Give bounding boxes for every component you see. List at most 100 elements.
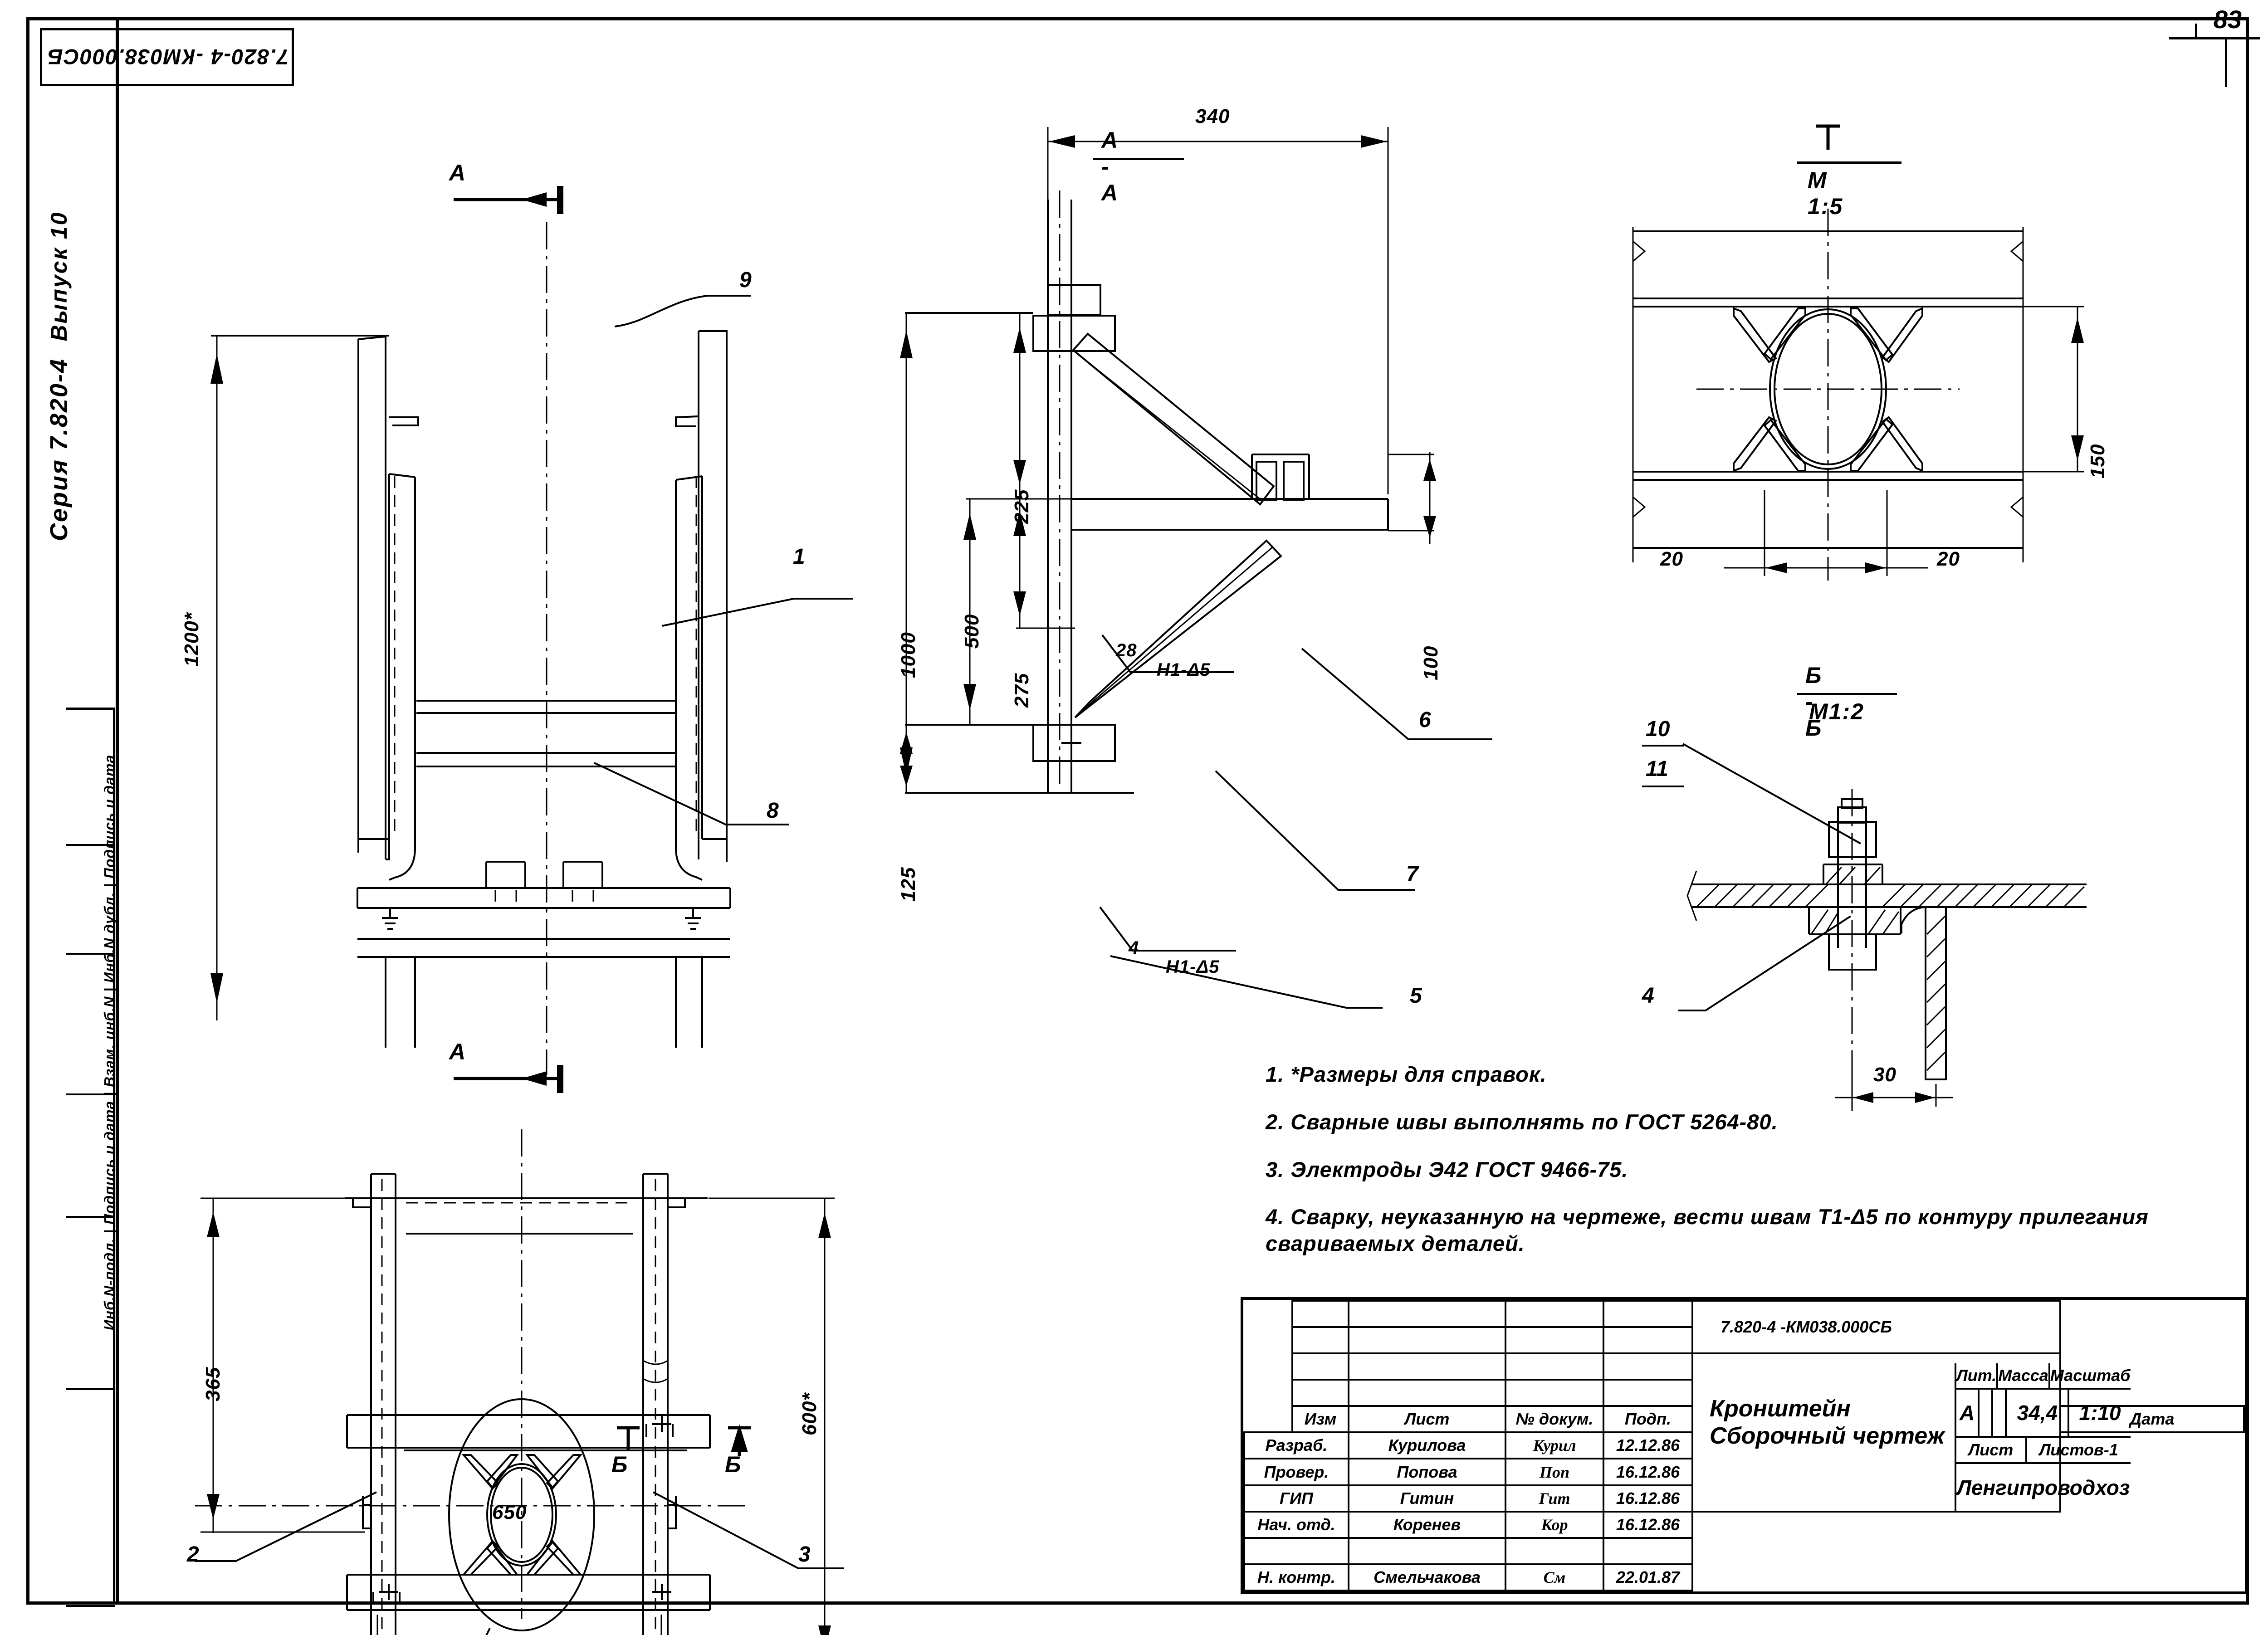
section-bb-dim-30: 30 <box>1873 1064 1897 1086</box>
tb-date: 16.12.86 <box>1603 1458 1693 1486</box>
section-aa-title: А - А <box>1101 127 1119 205</box>
tb-role: Разраб. <box>1243 1431 1349 1460</box>
tb-name: Коренев <box>1348 1510 1506 1539</box>
aa-dim-1000: 1000 <box>897 632 919 678</box>
plan-dim-365: 365 <box>202 1367 224 1401</box>
tb-massa-header: Масса <box>1998 1363 2050 1388</box>
tb-blank <box>1603 1299 1693 1328</box>
tb-blank <box>1291 1352 1349 1381</box>
tb-header-data: Дата <box>2059 1405 2245 1434</box>
tb-blank <box>1505 1299 1604 1328</box>
detail-i-dim-20-right: 20 <box>1937 548 1960 570</box>
callout-9: 9 <box>739 268 752 292</box>
tb-date: 12.12.86 <box>1603 1431 1693 1460</box>
page-number-tick <box>2195 24 2197 39</box>
tb-date: 22.01.87 <box>1603 1563 1693 1592</box>
tb-doc-code: 7.820-4 -КМ038.000СБ <box>1691 1299 2061 1355</box>
sheet-outer-frame <box>26 17 2249 1605</box>
tb-blank <box>1348 1326 1506 1355</box>
callout-5: 5 <box>1410 984 1422 1008</box>
tb-name: Гитин <box>1348 1484 1506 1513</box>
detail-i-symbol <box>1816 124 1840 150</box>
note-1: 1. *Размеры для справок. <box>1266 1062 1547 1086</box>
tb-signature: Кор <box>1505 1510 1604 1539</box>
plan-dim-600: 600* <box>798 1392 821 1435</box>
aa-dim-340: 340 <box>1195 105 1230 127</box>
section-bb-title: Б - Б <box>1805 663 1823 741</box>
tb-signature: Поп <box>1505 1458 1604 1486</box>
tb-header-podp: Подп. <box>1603 1405 1693 1434</box>
page-number-vertical-rule <box>2225 37 2227 87</box>
callout-5-leader <box>1110 955 1383 1009</box>
tb-blank <box>1291 1379 1349 1407</box>
aa-dim-500: 500 <box>961 614 983 649</box>
section-bb-title-rule <box>1797 693 1897 695</box>
tb-signature: Гит <box>1505 1484 1604 1513</box>
note-2: 2. Сварные швы выполнять по ГОСТ 5264-80… <box>1266 1109 1778 1134</box>
tb-role: Н. контр. <box>1243 1563 1349 1592</box>
tb-role: ГИП <box>1243 1484 1349 1513</box>
note-4: 4. Сварку, неуказанную на чертеже, вести… <box>1266 1205 2149 1255</box>
weld-symbol-28-leader <box>1101 634 1234 673</box>
tb-name: Смельчакова <box>1348 1563 1506 1592</box>
note-3: 3. Электроды Э42 ГОСТ 9466-75. <box>1266 1157 1628 1181</box>
section-aa-title-rule <box>1093 158 1184 160</box>
tb-date: 16.12.86 <box>1603 1510 1693 1539</box>
weld-symbol-4-leader <box>1099 906 1236 952</box>
callout-9-leader <box>614 295 751 327</box>
tb-date <box>1603 1537 1693 1565</box>
tb-blank <box>1348 1299 1506 1328</box>
tb-blank <box>1505 1326 1604 1355</box>
callout-3-leader <box>653 1491 844 1569</box>
tb-masshtab-value: 1:10 <box>2079 1401 2121 1425</box>
stamp-row <box>66 1095 115 1218</box>
issue-label: Выпуск 10 <box>46 211 72 342</box>
weld-qty-28: 28 <box>1116 640 1137 660</box>
callout-10-rule <box>1642 745 1684 747</box>
callout-11: 11 <box>1646 757 1668 781</box>
tb-header-ndokum: № докум. <box>1505 1405 1604 1434</box>
stamp-row <box>66 955 115 1095</box>
margin-stamp-table <box>66 708 115 1607</box>
tb-drawing-name-2: Сборочный чертеж <box>1710 1423 1945 1450</box>
tb-blank <box>1348 1379 1506 1407</box>
callout-7-leader <box>1215 770 1415 891</box>
tb-massa-value: 34,4 <box>2007 1390 2070 1436</box>
aa-dim-125: 125 <box>897 867 919 902</box>
title-block: 7.820-4 -КМ038.000СБ Кронштейн Сборочный… <box>1241 1297 2248 1594</box>
plan-view-geometry <box>195 1129 835 1635</box>
section-marker-b-outer: Б <box>725 1452 742 1477</box>
tb-signature <box>1505 1537 1604 1565</box>
detail-i-dim-150: 150 <box>2087 444 2109 478</box>
page-number-rule <box>2169 37 2260 39</box>
document-code-text: 7.820-4 -КМ038.000СБ <box>47 45 289 69</box>
stamp-row <box>66 1390 115 1607</box>
tb-date: 16.12.86 <box>1603 1484 1693 1513</box>
tb-header-list: Лист <box>1348 1405 1506 1434</box>
section-marker-a-top-arrow <box>454 186 563 214</box>
tb-blank <box>1291 1326 1349 1355</box>
tb-blank <box>1505 1352 1604 1381</box>
tb-organization: Ленгипроводхоз <box>1957 1475 2130 1499</box>
callout-1: 1 <box>793 545 805 569</box>
page-number: 83 <box>2213 5 2242 34</box>
callout-6: 6 <box>1419 708 1431 732</box>
tb-drawing-name-1: Кронштейн <box>1710 1396 1851 1422</box>
front-elevation-geometry <box>210 222 731 1075</box>
stamp-row <box>66 1218 115 1390</box>
weld-qty-4: 4 <box>1129 938 1139 958</box>
tb-lit-header: Лит. <box>1956 1363 1999 1388</box>
tb-blank <box>1603 1326 1693 1355</box>
callout-4: 4 <box>1642 984 1654 1008</box>
callout-7: 7 <box>1406 862 1418 886</box>
callout-10: 10 <box>1646 717 1670 741</box>
section-aa-geometry <box>900 127 1436 794</box>
section-marker-a-top-label: А <box>449 160 467 185</box>
plan-dim-650: 650 <box>492 1501 527 1523</box>
tb-blank <box>1603 1352 1693 1381</box>
tb-signature: См <box>1505 1563 1604 1592</box>
detail-i-rule <box>1797 161 1901 164</box>
detail-i-scale: М 1:5 <box>1808 167 1843 219</box>
section-bb-scale: М1:2 <box>1809 699 1864 724</box>
tb-name-and-specs: Кронштейн Сборочный чертеж Лит. Масса Ма… <box>1691 1352 2131 1513</box>
